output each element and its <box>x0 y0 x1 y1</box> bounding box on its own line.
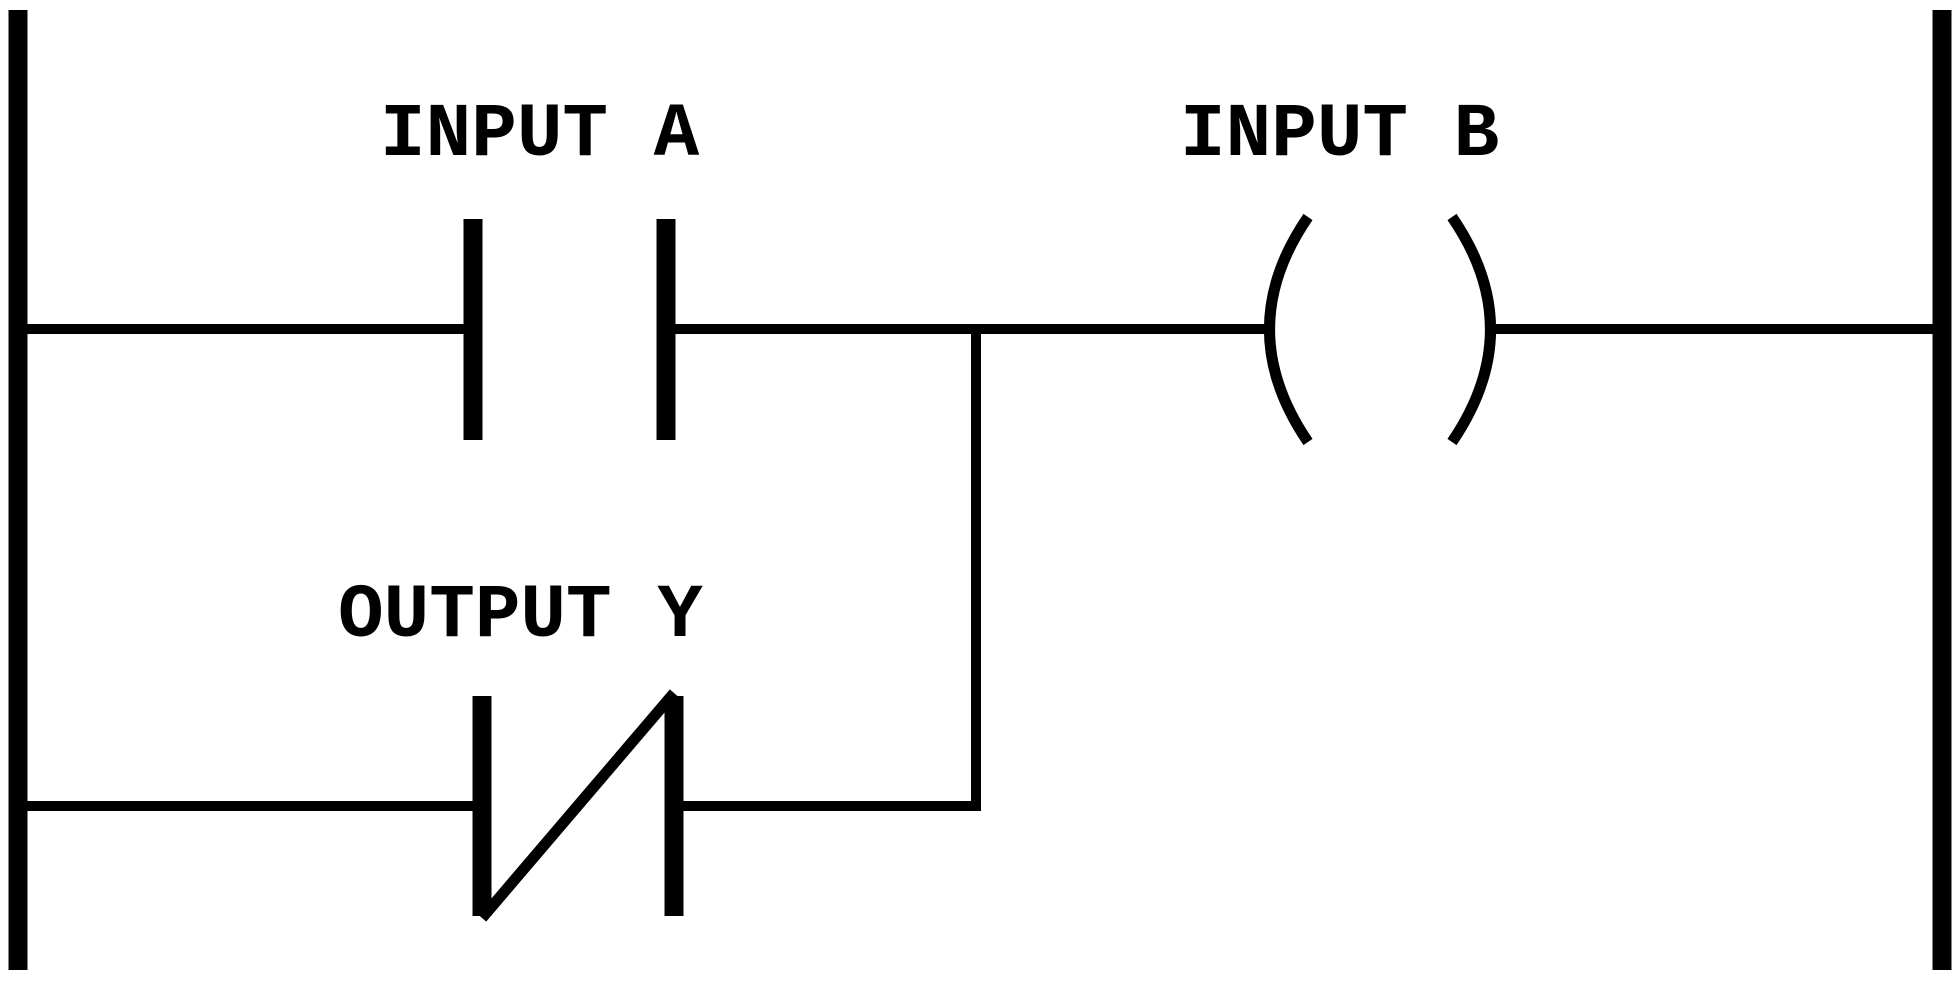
label-input-a: INPUT A <box>380 92 700 178</box>
normally-closed-contact-output-y <box>472 689 684 922</box>
output-coil-input-b <box>1264 213 1496 446</box>
normally-open-contact-input-a <box>463 219 676 440</box>
label-output-y: OUTPUT Y <box>338 573 703 659</box>
coil-b-right-arc <box>1447 213 1496 446</box>
contact-y-slash <box>477 689 679 922</box>
coil-b-left-arc <box>1264 213 1313 446</box>
label-input-b: INPUT B <box>1180 92 1499 178</box>
